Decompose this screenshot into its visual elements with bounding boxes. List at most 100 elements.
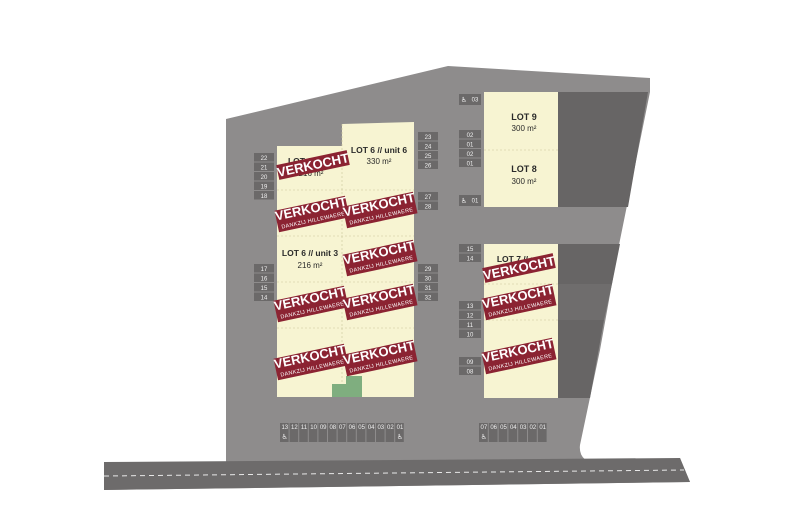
parking-spot[interactable] (418, 192, 438, 201)
parking-spot[interactable] (289, 423, 299, 442)
parking-spot[interactable] (459, 94, 481, 105)
parking-spot[interactable] (459, 195, 481, 206)
parking-spot-number: 02 (530, 425, 537, 431)
parking-spot[interactable] (498, 423, 508, 442)
parking-spot[interactable] (318, 423, 327, 442)
parking-spot[interactable] (459, 310, 481, 320)
parking-spot-number: 07 (339, 425, 346, 431)
parking-spot[interactable] (459, 357, 481, 366)
parking-spot-number: 19 (261, 184, 268, 190)
parking-spot-number: 23 (425, 135, 432, 141)
parking-spot[interactable] (459, 149, 481, 158)
parking-spot[interactable] (418, 283, 438, 292)
parking-spot[interactable] (537, 423, 547, 442)
lot-6-unit-6-area: 330 m² (367, 157, 392, 166)
parking-spot[interactable] (508, 423, 518, 442)
parking-spot[interactable] (459, 253, 481, 263)
parking-spot[interactable] (376, 423, 385, 442)
parking-spot[interactable] (459, 301, 481, 310)
parking-spot[interactable] (328, 423, 337, 442)
parking-spot[interactable] (418, 160, 438, 170)
parking-spot-number: 21 (261, 165, 268, 171)
parking-spot[interactable] (254, 273, 274, 283)
parking-spot-number: 01 (467, 161, 474, 167)
parking-spot[interactable] (254, 172, 274, 181)
parking-spot[interactable] (337, 423, 347, 442)
parking-spot[interactable] (254, 264, 274, 273)
parking-spot-number: 14 (467, 256, 474, 262)
wheelchair-icon: ♿ (481, 433, 487, 441)
sold-stamp-background (342, 239, 418, 277)
parking-spot[interactable] (479, 423, 488, 442)
sold-stamp-background (273, 343, 349, 381)
parking-spot[interactable] (459, 139, 481, 149)
parking-spot-number: 13 (467, 304, 474, 310)
parking-spot[interactable] (254, 292, 274, 302)
lot-6-unit-1-area: 216 m² (299, 169, 324, 178)
parking-spot[interactable] (418, 273, 438, 283)
parking-spot-number: 27 (425, 195, 432, 201)
parking-spot[interactable] (254, 153, 274, 162)
parking-spot[interactable] (347, 423, 356, 442)
parking-spot-number: 04 (510, 425, 517, 431)
parking-spot[interactable] (418, 292, 438, 302)
parking-spot[interactable] (254, 162, 274, 172)
parking-spot[interactable] (459, 130, 481, 139)
parking-spot-number: 11 (301, 425, 308, 431)
building-strip-mid2 (558, 284, 612, 320)
lot-8-area: 300 m² (512, 177, 537, 186)
building-strip-top (558, 92, 648, 207)
parking-spot[interactable] (418, 201, 438, 211)
parking-spot[interactable] (385, 423, 395, 442)
parking-spot-number: 17 (261, 267, 268, 273)
lot-8-title: LOT 8 (511, 164, 537, 174)
parking-spot[interactable] (459, 158, 481, 168)
parking-spot[interactable] (528, 423, 537, 442)
parking-spot[interactable] (299, 423, 308, 442)
parking-spot-number: 03 (472, 98, 479, 104)
lot-8[interactable] (484, 150, 558, 207)
building-strip-mid (558, 244, 620, 284)
parking-spot-number: 16 (261, 276, 268, 282)
parking-spot[interactable] (280, 423, 289, 442)
parking-spot[interactable] (395, 423, 404, 442)
parking-spot-number: 02 (467, 152, 474, 158)
lot-6-unit-3[interactable] (277, 236, 342, 282)
parking-spot[interactable] (254, 181, 274, 191)
parking-spot-number: 01 (472, 199, 479, 205)
sold-stamp-background (274, 195, 350, 233)
parking-spot[interactable] (488, 423, 498, 442)
parking-spot-number: 11 (467, 323, 474, 329)
lot-6-unit-3-area: 216 m² (298, 261, 323, 270)
parking-spot[interactable] (418, 132, 438, 141)
parking-spot[interactable] (459, 320, 481, 329)
parking-spot[interactable] (308, 423, 318, 442)
sold-stamp-background (342, 283, 418, 321)
parking-spot[interactable] (459, 329, 481, 339)
parking-spot[interactable] (366, 423, 375, 442)
parking-spot-number: 32 (425, 295, 432, 301)
parking-spot[interactable] (418, 151, 438, 160)
parking-spot[interactable] (518, 423, 527, 442)
parking-spot-number: 01 (397, 425, 404, 431)
parking-spot[interactable] (356, 423, 366, 442)
parking-spot[interactable] (418, 141, 438, 151)
parking-spot[interactable] (459, 366, 481, 376)
parking-spot[interactable] (254, 283, 274, 292)
parking-spot[interactable] (418, 264, 438, 273)
parking-spot-number: 09 (320, 425, 327, 431)
parking-spot-number: 12 (291, 425, 298, 431)
sold-stamp-background (482, 253, 556, 283)
road (104, 458, 690, 490)
parking-spot-number: 30 (425, 276, 432, 282)
lot-6-unit-3-title: LOT 6 // unit 3 (282, 248, 338, 258)
lot-9[interactable] (484, 92, 558, 150)
parking-spot-number: 13 (281, 425, 288, 431)
lot-6-unit-6[interactable] (342, 122, 414, 190)
parking-spot[interactable] (254, 191, 274, 200)
parking-spot-number: 12 (467, 313, 474, 319)
parking-spot[interactable] (459, 244, 481, 253)
parking-spot-number: 14 (261, 295, 268, 301)
parking-spot-number: 06 (490, 425, 497, 431)
